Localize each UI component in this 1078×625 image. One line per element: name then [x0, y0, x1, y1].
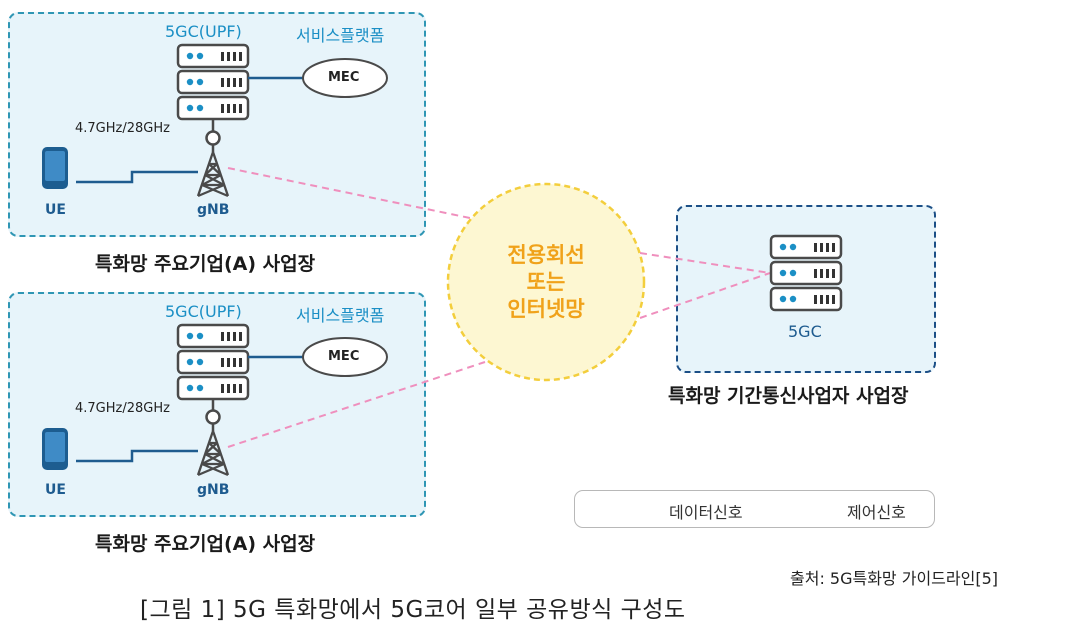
legend-data-label: 데이터신호	[669, 503, 743, 522]
site-b-frequency-label: 4.7GHz/28GHz	[75, 401, 170, 416]
legend: 데이터신호 제어신호	[574, 490, 935, 528]
site-a-frequency-label: 4.7GHz/28GHz	[75, 121, 170, 136]
network-cloud-label: 전용회선 또는 인터넷망	[486, 242, 606, 323]
site-a-core-stack	[176, 43, 250, 121]
network-line-2: 또는	[526, 270, 566, 294]
network-line-1: 전용회선	[507, 243, 585, 267]
operator-core-label: 5GC	[788, 322, 822, 341]
network-line-3: 인터넷망	[507, 297, 585, 321]
ue-phone-b	[42, 428, 68, 470]
site-b-gnb-label: gNB	[197, 482, 230, 498]
control-line-b	[227, 361, 486, 448]
site-a-core-label: 5GC(UPF)	[165, 22, 242, 41]
site-b-caption: 특화망 주요기업(A) 사업장	[95, 533, 316, 555]
site-b-core-label: 5GC(UPF)	[165, 302, 242, 321]
ue-phone-a	[42, 147, 68, 189]
control-line-cloud-core-upper	[639, 252, 771, 274]
figure-caption: [그림 1] 5G 특화망에서 5G코어 일부 공유방식 구성도	[140, 597, 686, 623]
site-b-mec-label: MEC	[328, 349, 360, 364]
source-note: 출처: 5G특화망 가이드라인[5]	[790, 569, 999, 588]
control-line-a	[227, 167, 471, 219]
site-b-ue-label: UE	[45, 482, 66, 498]
gnb-tower-a	[196, 130, 230, 198]
legend-control-label: 제어신호	[847, 503, 906, 522]
site-a-platform-label: 서비스플랫폼	[296, 26, 385, 45]
operator-site-caption: 특화망 기간통신사업자 사업장	[668, 385, 909, 407]
site-a-mec-label: MEC	[328, 70, 360, 85]
site-a-ue-label: UE	[45, 202, 66, 218]
mec-node-a	[302, 58, 388, 98]
site-b-core-stack	[176, 323, 250, 401]
gnb-tower-b	[196, 409, 230, 477]
control-line-cloud-core-lower	[639, 272, 771, 319]
data-line-a	[76, 170, 198, 184]
site-a-caption: 특화망 주요기업(A) 사업장	[95, 253, 316, 275]
data-line-b	[76, 449, 198, 463]
site-a-gnb-label: gNB	[197, 202, 230, 218]
operator-core-stack	[769, 234, 843, 312]
mec-node-b	[302, 337, 388, 377]
site-b-platform-label: 서비스플랫폼	[296, 306, 385, 325]
network-cloud	[446, 182, 646, 382]
